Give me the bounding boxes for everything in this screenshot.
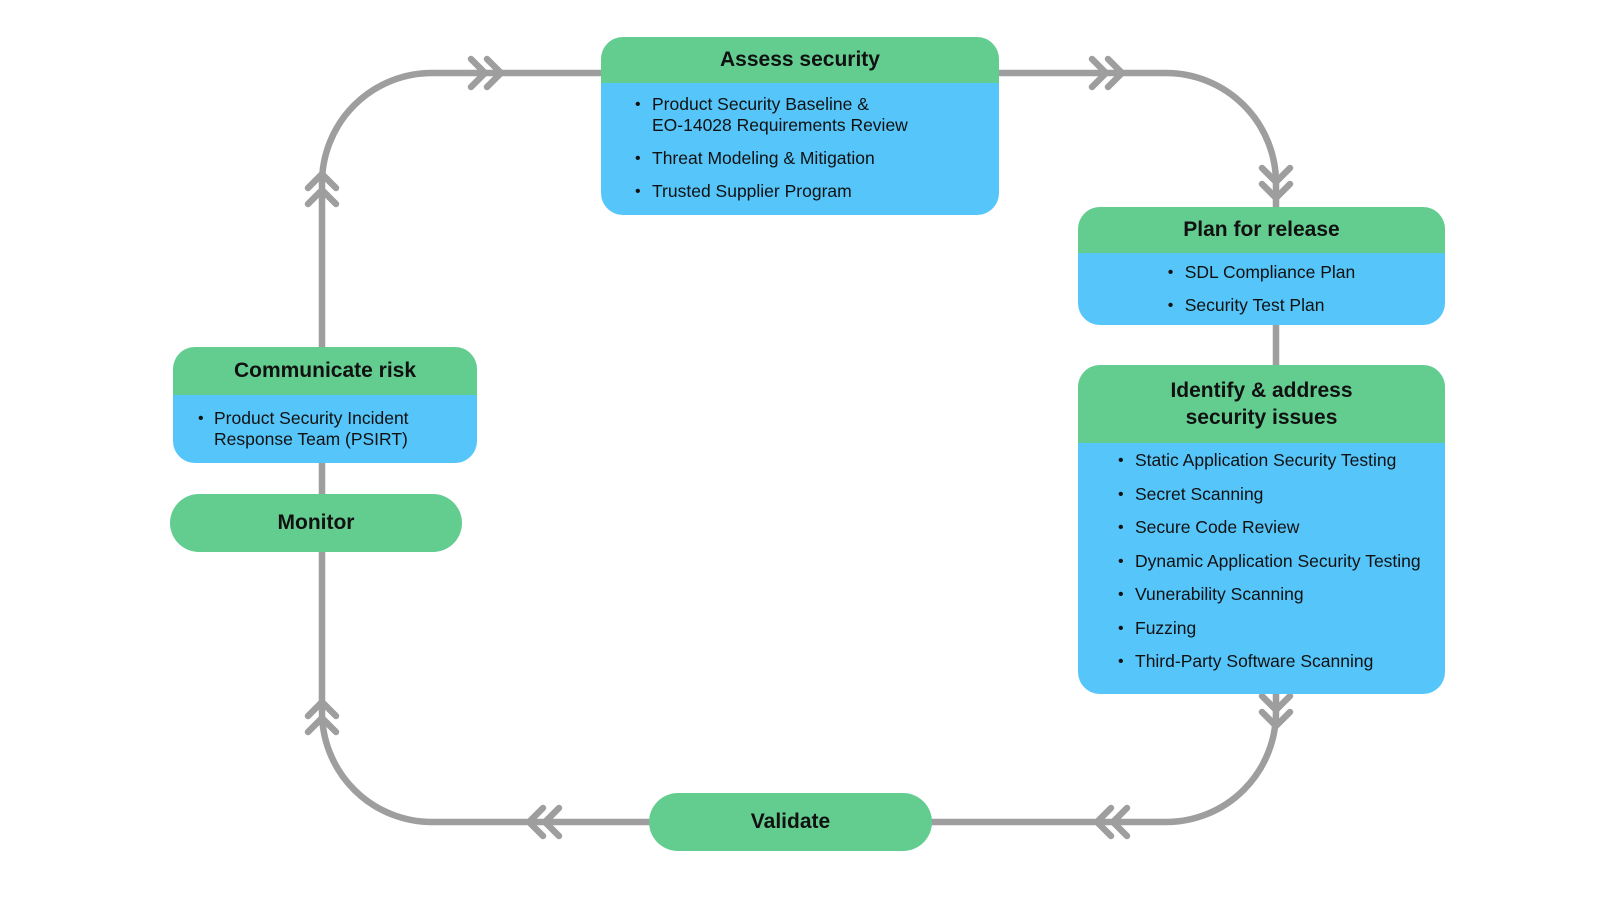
node-title: Validate (750, 810, 831, 833)
list-item: Security Test Plan (1168, 295, 1356, 316)
node-title: Monitor (277, 511, 355, 534)
list-item: Third-Party Software Scanning (1118, 651, 1435, 672)
node-plan-for-release: Plan for release SDL Compliance Plan Sec… (1078, 207, 1445, 325)
chevron-right-icon (467, 55, 505, 91)
list-item: Dynamic Application Security Testing (1118, 551, 1435, 572)
node-body: Product Security Incident Response Team … (173, 395, 477, 463)
node-communicate-risk: Communicate risk Product Security Incide… (173, 347, 477, 463)
node-assess-security: Assess security Product Security Baselin… (601, 37, 999, 215)
node-title: Communicate risk (173, 347, 477, 395)
chevron-up-icon (304, 170, 340, 208)
node-title: Assess security (601, 37, 999, 83)
bullet-list: SDL Compliance Plan Security Test Plan (1168, 262, 1356, 316)
node-identify-address-security-issues: Identify & address security issues Stati… (1078, 365, 1445, 694)
chevron-left-icon (1093, 804, 1131, 840)
chevron-up-icon (304, 698, 340, 736)
list-item: Threat Modeling & Mitigation (635, 148, 979, 169)
chevron-left-icon (525, 804, 563, 840)
flow-loop-path (318, 69, 1280, 826)
node-body: SDL Compliance Plan Security Test Plan (1078, 253, 1445, 325)
list-item: Product Security Incident Response Team … (198, 408, 465, 450)
list-item: Secure Code Review (1118, 517, 1435, 538)
node-validate: Validate (649, 793, 932, 851)
chevron-down-icon (1258, 692, 1294, 730)
chevron-right-icon (1088, 55, 1126, 91)
chevron-down-icon (1258, 164, 1294, 202)
node-body: Product Security Baseline & EO-14028 Req… (601, 83, 999, 215)
list-item: Secret Scanning (1118, 484, 1435, 505)
list-item: Static Application Security Testing (1118, 450, 1435, 471)
bullet-list: Static Application Security Testing Secr… (1118, 450, 1435, 672)
list-item: Vunerability Scanning (1118, 584, 1435, 605)
node-title: Plan for release (1078, 207, 1445, 253)
bullet-list: Product Security Incident Response Team … (198, 408, 465, 450)
node-body: Static Application Security Testing Secr… (1078, 443, 1445, 694)
node-monitor: Monitor (170, 494, 462, 552)
node-title: Identify & address security issues (1078, 365, 1445, 443)
list-item: Fuzzing (1118, 618, 1435, 639)
list-item: Trusted Supplier Program (635, 181, 979, 202)
bullet-list: Product Security Baseline & EO-14028 Req… (635, 94, 979, 202)
list-item: SDL Compliance Plan (1168, 262, 1356, 283)
list-item: Product Security Baseline & EO-14028 Req… (635, 94, 979, 136)
